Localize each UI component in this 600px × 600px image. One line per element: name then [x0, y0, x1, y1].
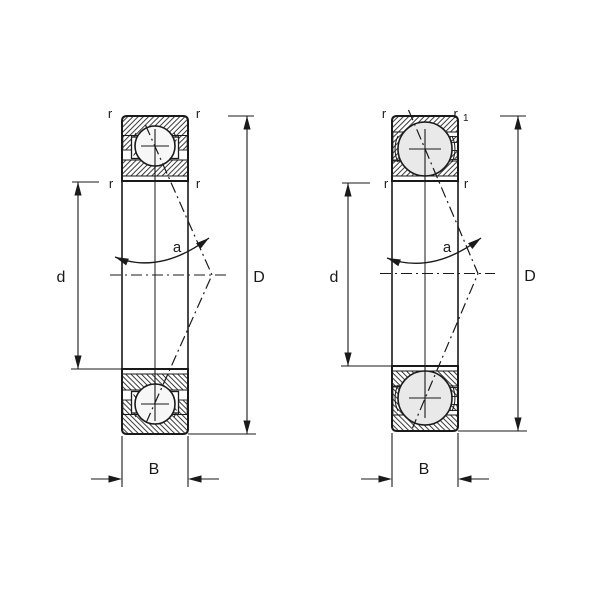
right-label-r-top-left: r	[382, 106, 387, 121]
right-label-width: B	[419, 461, 430, 478]
right-label-r-bottom-right: r	[464, 176, 469, 191]
right-label-contact-angle: a	[443, 239, 452, 256]
right-bearing: a d D B r r 1	[330, 106, 536, 487]
left-dim-D	[188, 115, 256, 435]
left-dim-d	[71, 181, 122, 370]
left-label-r-top-right: r	[196, 106, 201, 121]
right-label-r1-main: r	[453, 106, 458, 121]
right-label-outside-diameter: D	[524, 268, 536, 285]
left-label-r-bottom-right: r	[196, 176, 201, 191]
right-dim-B	[361, 433, 489, 487]
left-dim-B	[91, 436, 219, 487]
right-label-r1-top-right: r 1	[453, 106, 468, 124]
right-label-bore-diameter: d	[330, 269, 339, 286]
right-arc-arrowhead-start	[385, 254, 401, 267]
right-dim-d	[341, 182, 392, 367]
left-arc-arrowhead-end	[196, 235, 212, 249]
left-bearing-top-section	[121, 115, 189, 182]
left-label-contact-angle: a	[173, 239, 182, 256]
left-bearing: a d D B r r	[57, 106, 265, 487]
right-bearing-bottom-section	[391, 365, 459, 432]
right-dim-D	[458, 115, 527, 432]
right-contact-angle-arc	[385, 235, 484, 267]
right-contact-angle-line	[407, 109, 479, 429]
left-label-r-bottom-left: r	[109, 176, 114, 191]
right-bearing-top-section	[391, 115, 459, 182]
right-label-r1-subscript: 1	[463, 113, 469, 124]
left-label-bore-diameter: d	[57, 269, 66, 286]
left-contact-angle-arc	[113, 235, 212, 266]
right-label-r-bottom-left: r	[384, 176, 389, 191]
left-label-outside-diameter: D	[253, 269, 265, 286]
left-label-width: B	[149, 461, 160, 478]
left-label-r-top-left: r	[108, 106, 113, 121]
right-arc-arrowhead-end	[468, 235, 484, 249]
